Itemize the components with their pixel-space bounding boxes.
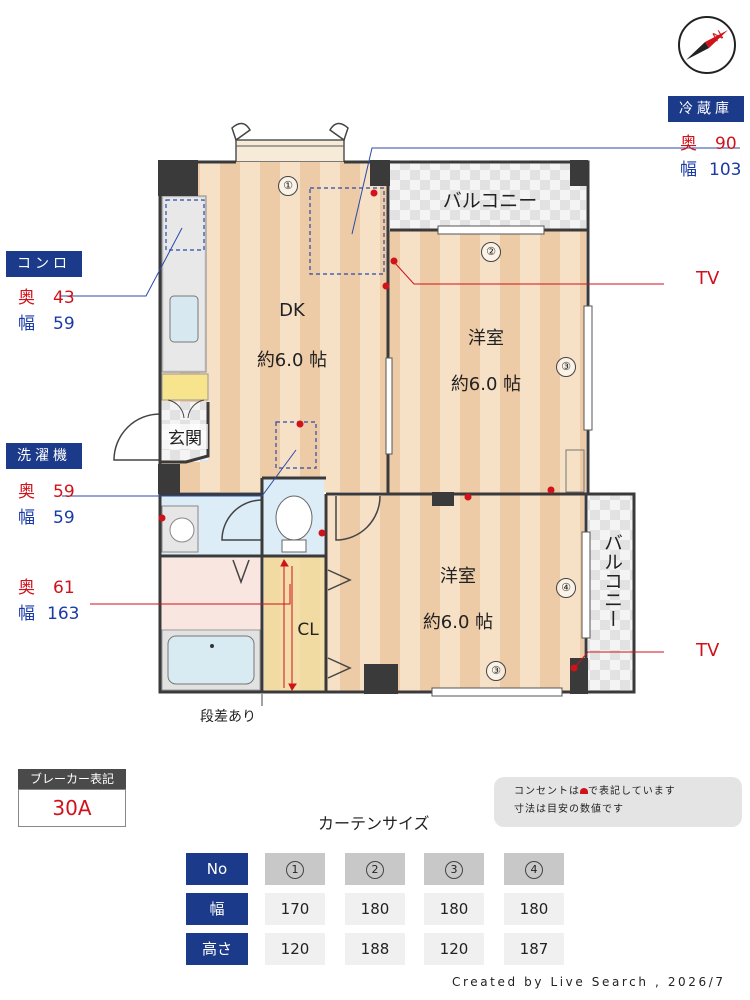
window-marker-3a: ③ (556, 357, 576, 377)
window-marker-1: ① (278, 176, 298, 196)
breaker-value: 30A (18, 789, 126, 827)
window-marker-4: ④ (556, 578, 576, 598)
curtain-no-2: 2 (345, 853, 405, 885)
toilet (262, 478, 324, 556)
closet-arrows (280, 559, 297, 691)
shoe-shelf (161, 373, 209, 401)
step-note: 段差あり (200, 709, 256, 725)
room1-closet (565, 449, 585, 493)
breaker-title: ブレーカー表記 (18, 769, 126, 789)
tv-label-2: TV (696, 640, 720, 661)
row-label-width: 幅 (186, 893, 248, 925)
curtain-height-1: 120 (265, 933, 325, 965)
washer-space (275, 421, 317, 469)
closet-doors (327, 569, 352, 679)
outlets (158, 189, 578, 672)
curtain-width-4: 180 (504, 893, 564, 925)
credit: Created by Live Search , 2026/7 (452, 975, 726, 989)
window-marker-2: ② (481, 242, 501, 262)
curtain-no-1: 1 (265, 853, 325, 885)
fridge-space (309, 187, 385, 275)
balcony-top-floor (390, 162, 586, 230)
curtain-height-3: 120 (424, 933, 484, 965)
compass-icon: N (678, 16, 736, 74)
bathroom (160, 558, 262, 692)
room1-size: 約6.0 帖 (450, 374, 522, 395)
room1-name: 洋室 (468, 328, 504, 349)
room2-name: 洋室 (440, 566, 476, 587)
room2-size: 約6.0 帖 (422, 612, 494, 633)
kitchen-counter (161, 195, 207, 373)
room1-floor (388, 230, 586, 494)
curtain-width-3: 180 (424, 893, 484, 925)
window-marker-3b: ③ (486, 661, 506, 681)
curtain-width-1: 170 (265, 893, 325, 925)
curtain-no-4: 4 (504, 853, 564, 885)
curtain-height-2: 188 (345, 933, 405, 965)
closet-label: CL (297, 620, 319, 640)
windows (385, 225, 593, 697)
curtain-no-3: 3 (424, 853, 484, 885)
balcony-top-label: バルコニー (442, 190, 538, 212)
row-label-height: 高さ (186, 933, 248, 965)
washroom (160, 494, 263, 556)
callout-leaders (60, 147, 740, 497)
row-label-no: No (186, 853, 248, 885)
pillars (158, 160, 588, 694)
outlet-dot-icon (580, 788, 588, 794)
bay-window (231, 122, 349, 163)
curtain-height-4: 187 (504, 933, 564, 965)
closet-floor-tint (264, 556, 326, 692)
note-line-2: 寸法は目安の数値です (514, 804, 624, 815)
curtain-title: カーテンサイズ (318, 814, 430, 833)
konro-title: コンロ (6, 251, 82, 277)
outlet-note: コンセントはで表記しています 寸法は目安の数値です (494, 777, 742, 827)
room2-floor (326, 494, 584, 692)
fridge-title: 冷蔵庫 (668, 96, 744, 122)
dk-size: 約6.0 帖 (256, 350, 328, 371)
washer-title: 洗濯機 (6, 443, 82, 469)
balcony-right-floor (588, 494, 634, 692)
note-line-1: コンセントはで表記しています (514, 786, 676, 797)
room2-door (335, 495, 381, 541)
tv-label-1: TV (696, 268, 720, 289)
genkan-label: 玄関 (162, 424, 208, 449)
dk-name: DK (279, 300, 305, 321)
balcony-right-label: バルコニー (601, 532, 623, 628)
tv-leaders (90, 261, 664, 669)
curtain-width-2: 180 (345, 893, 405, 925)
